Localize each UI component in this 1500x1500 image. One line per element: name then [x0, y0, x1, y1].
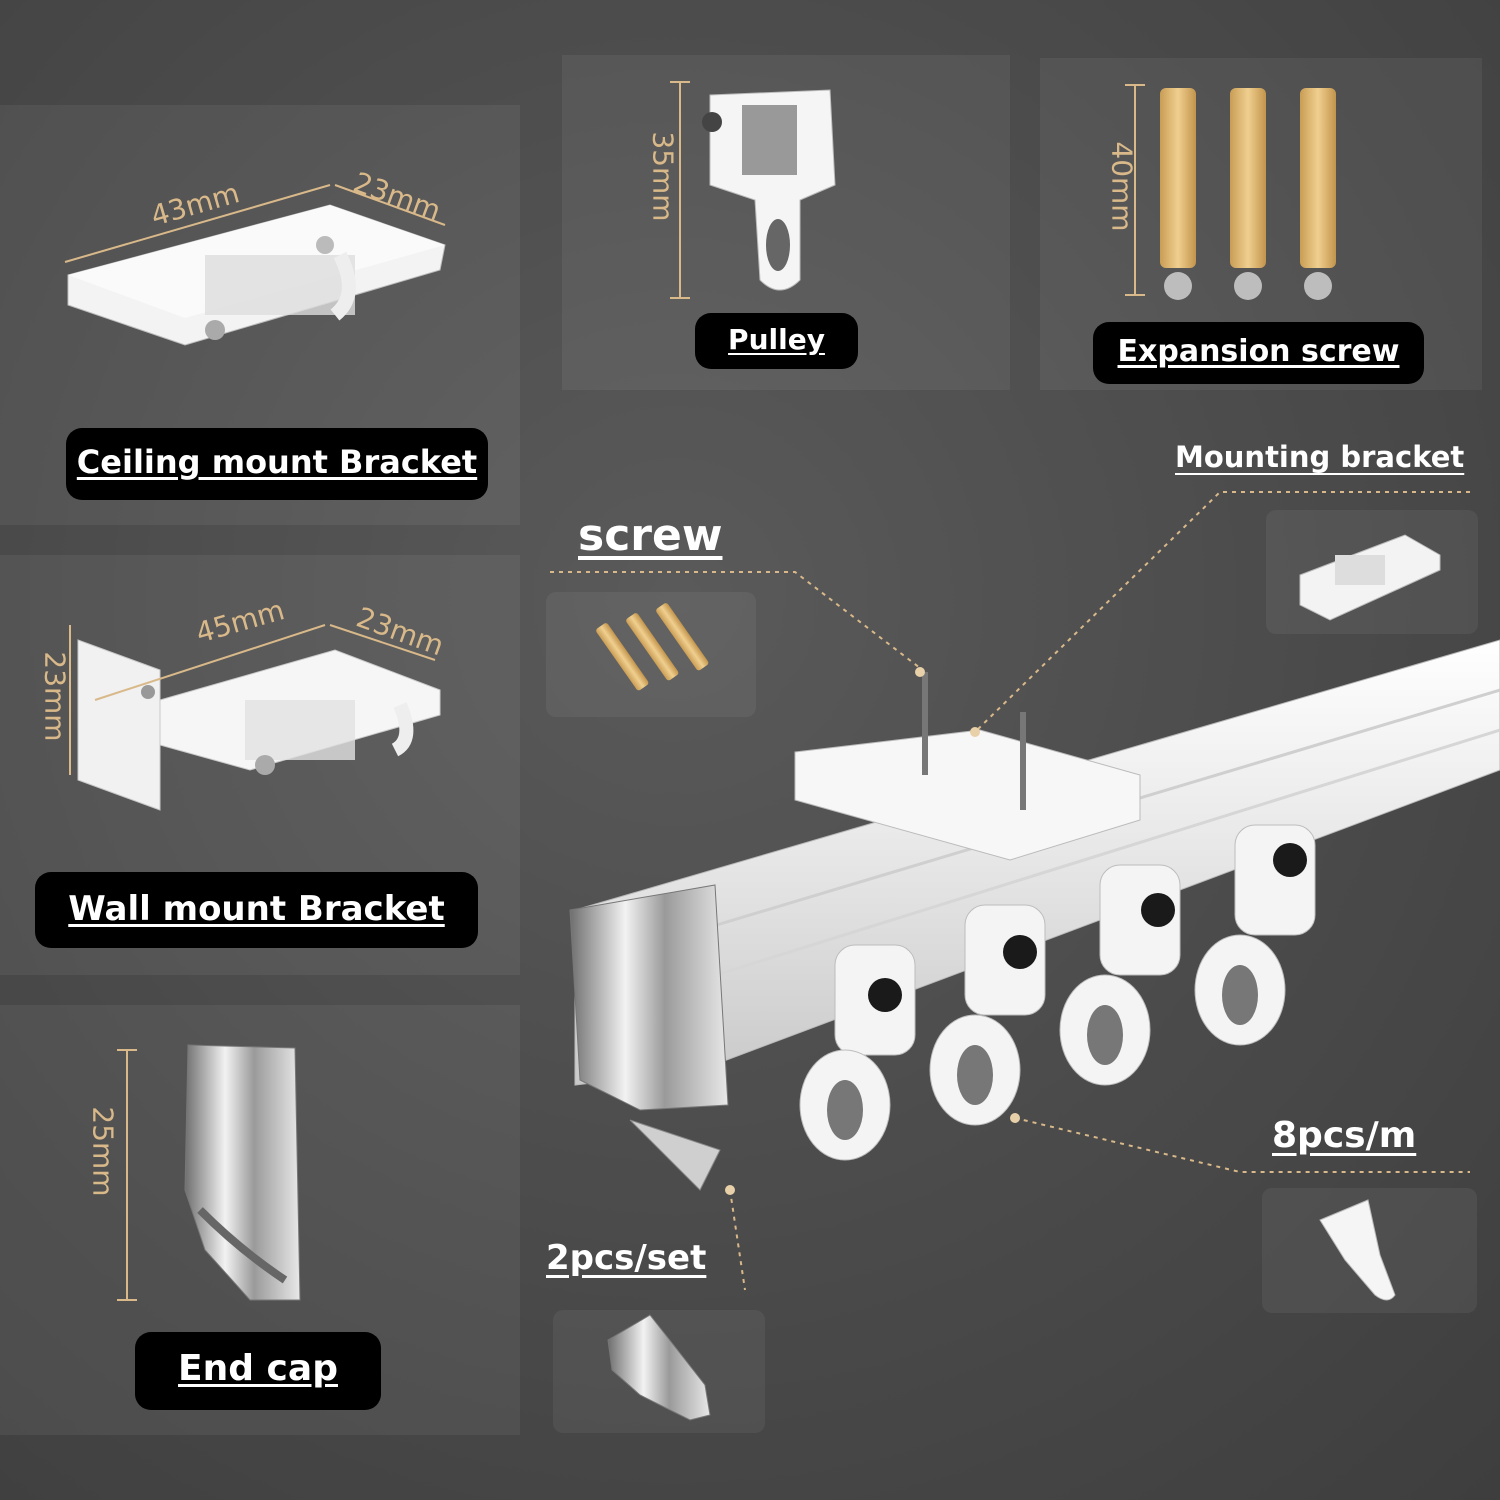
- ceiling-mount-bracket-label: Ceiling mount Bracket: [66, 428, 488, 500]
- expansion-screw-label: Expansion screw: [1093, 322, 1424, 384]
- mounting-bracket-callout: Mounting bracket: [1175, 440, 1465, 474]
- pulley-dimension-line: [670, 81, 690, 299]
- pulley-label: Pulley: [695, 313, 858, 369]
- ceiling-bracket-image: [67, 204, 446, 346]
- end-cap-thumb-image: [607, 1314, 711, 1421]
- ceiling-dimension-lines: [64, 184, 446, 263]
- pulley-image: [702, 89, 836, 291]
- wall-height-dimension: 23mm: [38, 651, 72, 742]
- rail-assembly-image: [569, 639, 1500, 1191]
- runner-quantity-callout: 8pcs/m: [1272, 1115, 1417, 1156]
- end-cap-height-dimension: 25mm: [86, 1106, 120, 1197]
- end-cap-label: End cap: [135, 1332, 381, 1410]
- expansion-screw-dimension-line: [1125, 84, 1145, 296]
- wall-bracket-image: [77, 639, 441, 811]
- end-cap-dimension-line: [117, 1049, 137, 1301]
- screw-thumb-image: [596, 603, 709, 691]
- leader-lines: [550, 491, 1470, 1291]
- end-cap-image: [184, 1044, 301, 1301]
- expansion-screw-height-dimension: 40mm: [1105, 141, 1139, 232]
- leader-dots: [725, 667, 1020, 1195]
- wall-mount-bracket-label: Wall mount Bracket: [35, 872, 478, 948]
- pulley-height-dimension: 35mm: [646, 131, 680, 222]
- wall-dimension-lines: [69, 624, 436, 775]
- expansion-screw-image: [1160, 88, 1336, 300]
- end-cap-quantity-callout: 2pcs/set: [546, 1238, 707, 1278]
- screw-callout: screw: [578, 510, 723, 561]
- pulley-thumb-image: [1319, 1199, 1396, 1301]
- mounting-bracket-thumb-image: [1299, 534, 1441, 621]
